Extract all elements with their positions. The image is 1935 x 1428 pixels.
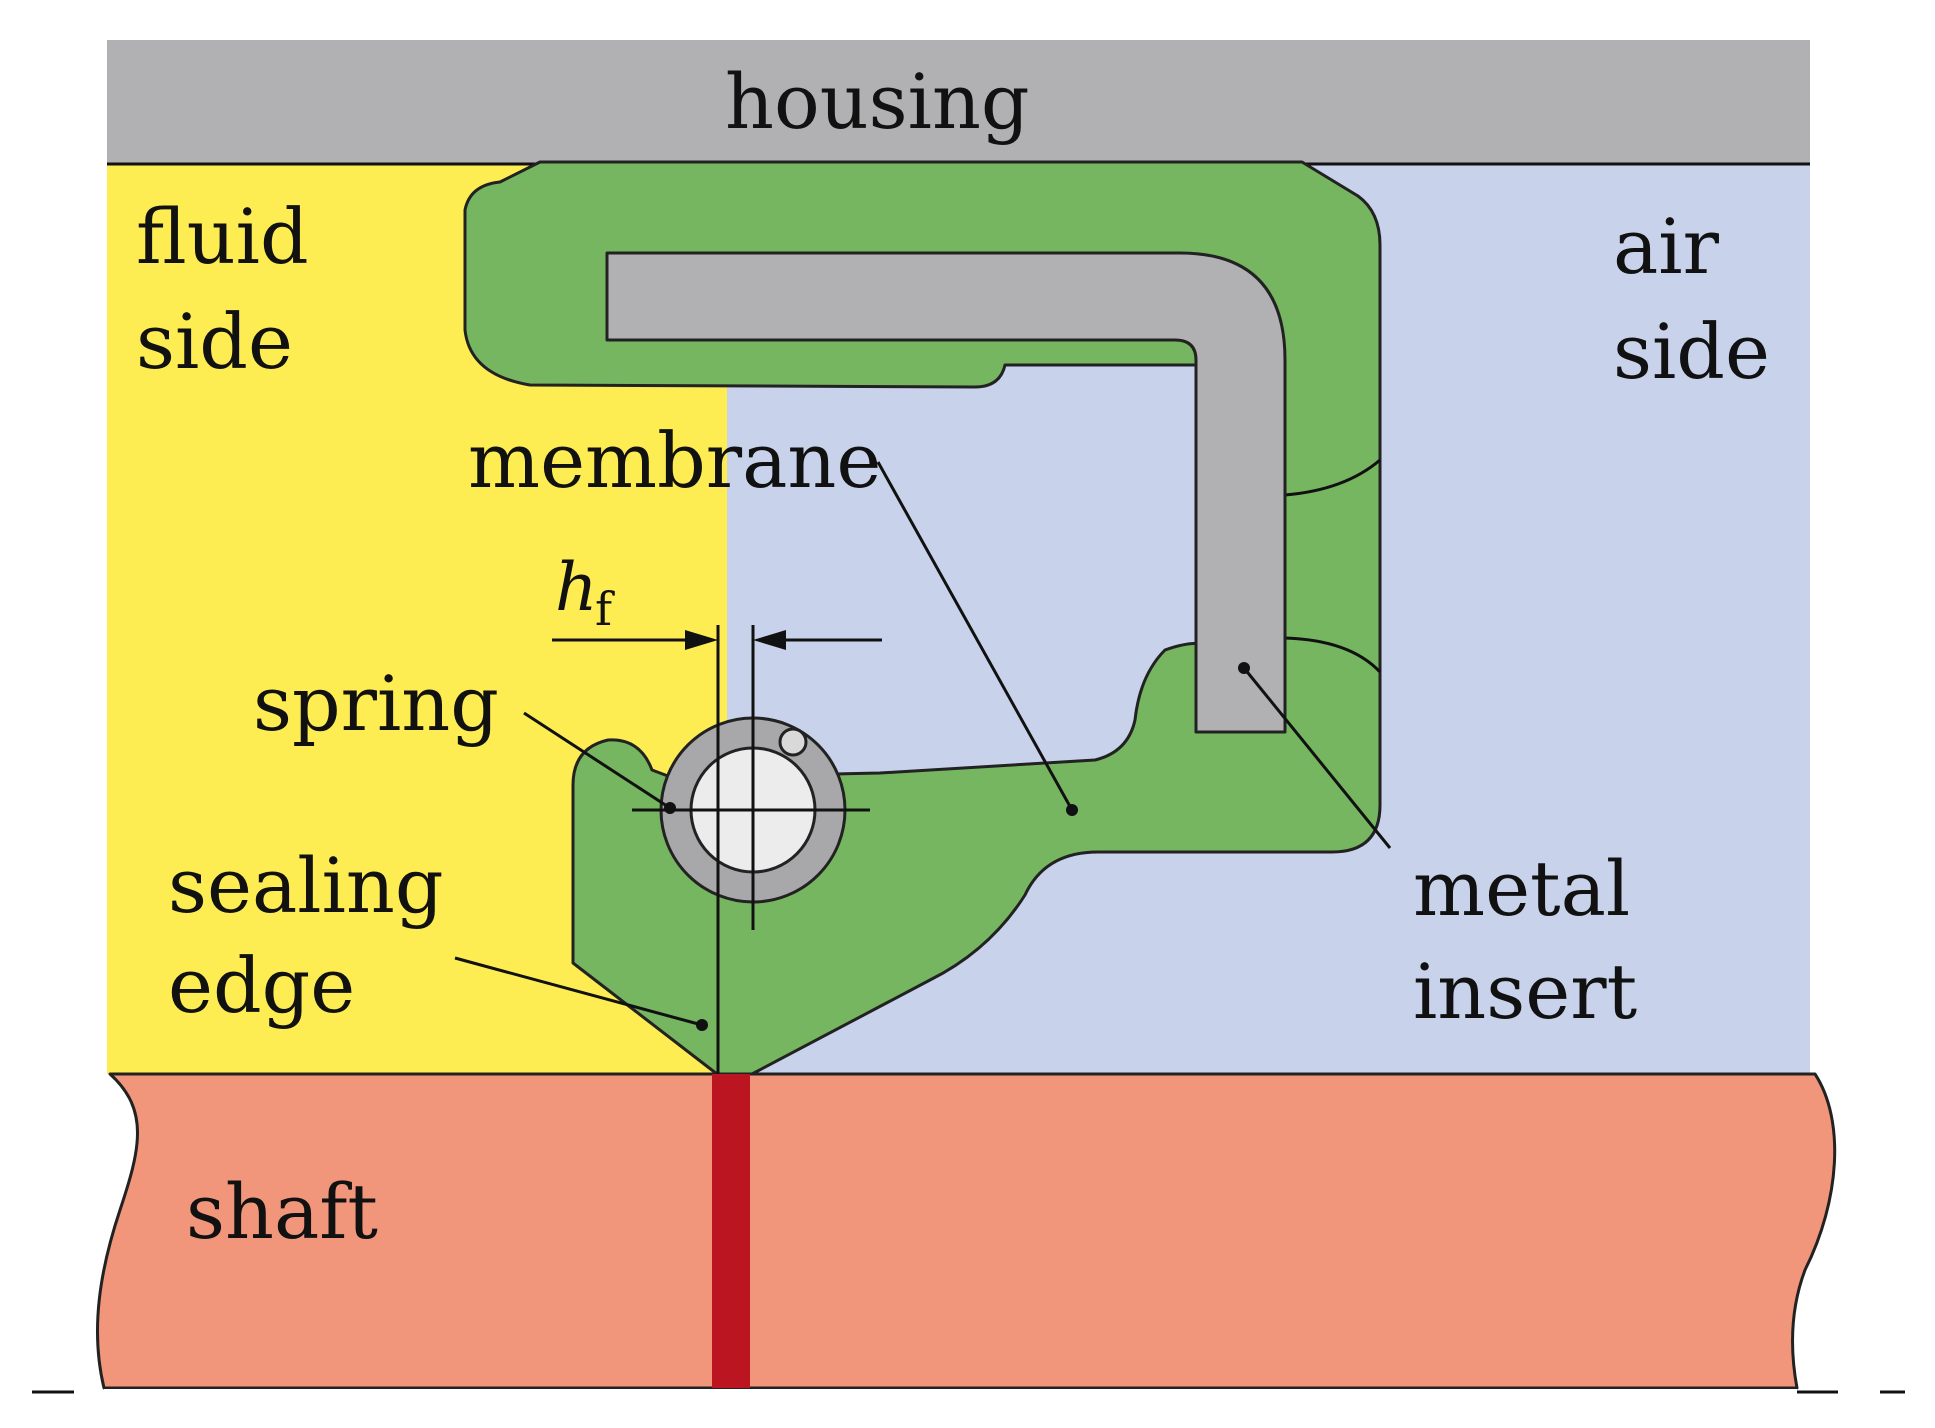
air-side-label-line2: side: [1613, 307, 1770, 396]
membrane-leader: [876, 461, 1074, 811]
metal-insert: [605, 251, 1287, 734]
seal-contour-upper: [1284, 458, 1381, 497]
housing-label: housing: [725, 57, 1030, 146]
sealing-edge-leader: [454, 956, 703, 1027]
fluid-side-label-line1: fluid: [136, 192, 309, 281]
membrane-label: membrane: [468, 416, 881, 505]
dimension-arrowhead-right: [753, 630, 786, 650]
dimension-symbol: h: [555, 549, 598, 626]
spring-leader-dot: [664, 802, 676, 814]
metal-insert-leader-dot: [1238, 662, 1250, 674]
centerline-mask: [104, 1389, 1797, 1428]
sealing-edge-leader-dot: [696, 1019, 708, 1031]
housing-block: [107, 40, 1810, 164]
spring-label: spring: [253, 659, 499, 748]
metal-insert-leader: [1242, 667, 1392, 849]
dimension-subscript: f: [595, 582, 615, 636]
fluid-side-label-line2: side: [136, 297, 293, 386]
contact-band: [712, 1074, 750, 1388]
seal-contour-lower: [1284, 636, 1382, 674]
spring-leader: [523, 711, 671, 810]
metal-insert-label-line1: metal: [1413, 844, 1630, 933]
air-side-label-line1: air: [1613, 202, 1720, 291]
sealing-edge-label-line2: edge: [168, 941, 355, 1030]
membrane-leader-dot: [1066, 804, 1078, 816]
metal-insert-label-line2: insert: [1413, 947, 1637, 1036]
shaft-label: shaft: [186, 1167, 378, 1256]
sealing-edge-label-line1: sealing: [168, 841, 444, 930]
shaft-body: [96, 1072, 1837, 1390]
dimension-arrowhead-left: [685, 630, 718, 650]
spring-small-circle: [778, 727, 808, 757]
